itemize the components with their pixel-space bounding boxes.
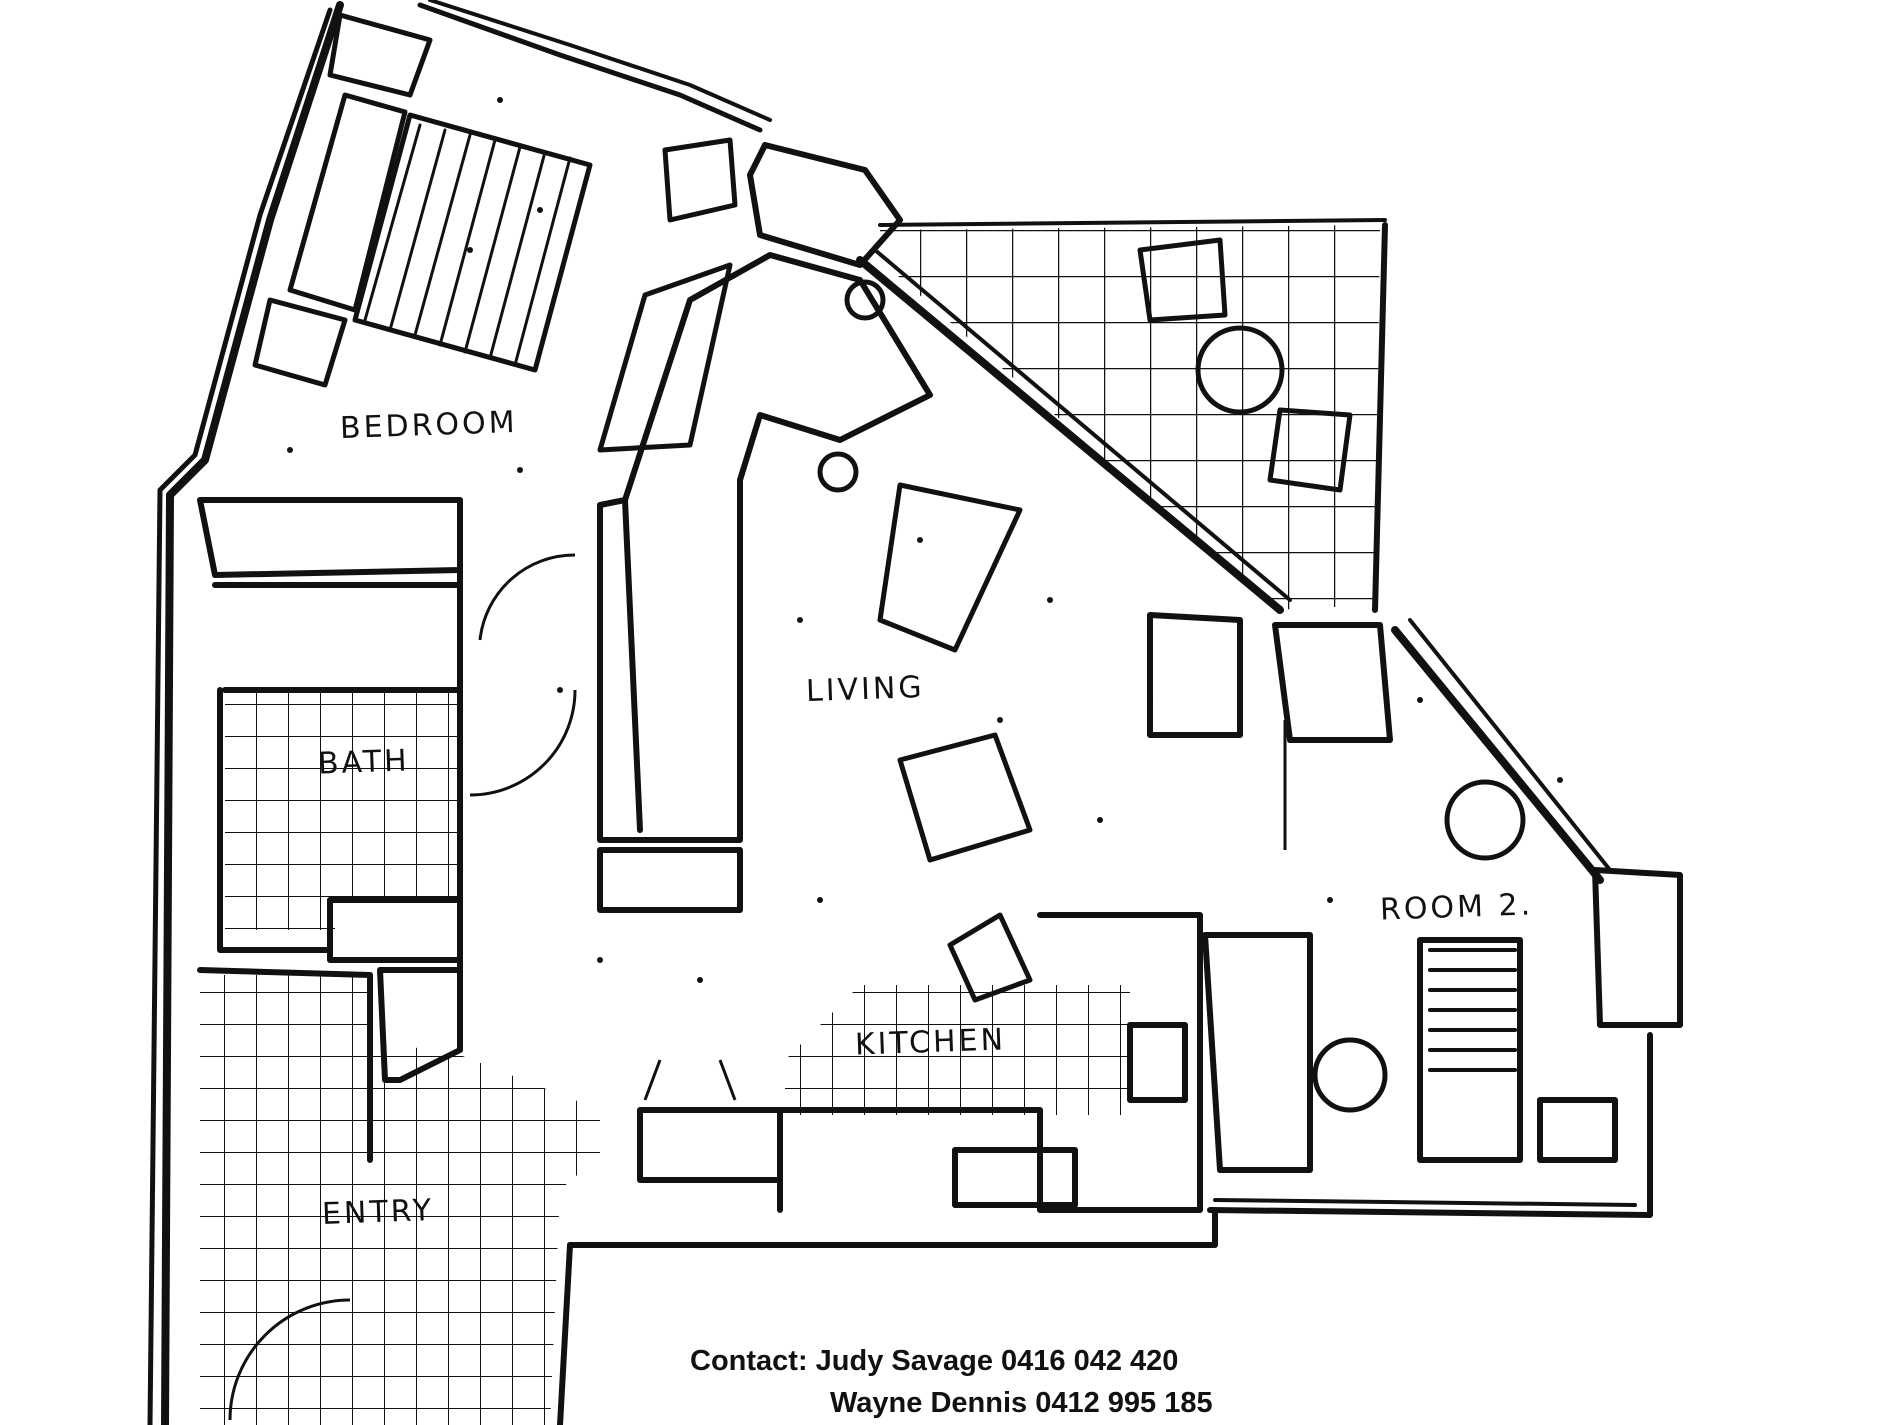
contact-line-judy: Contact: Judy Savage 0416 042 420 [690, 1345, 1179, 1377]
room-label-room2: ROOM 2. [1379, 887, 1534, 928]
interior-walls [197, 142, 1683, 1213]
room-label-kitchen: KITCHEN [854, 1022, 1007, 1063]
room-label-bath: BATH [317, 743, 411, 782]
contact-line-wayne: Wayne Dennis 0412 995 185 [830, 1387, 1213, 1419]
furniture [252, 12, 1526, 1113]
room-label-bedroom: BEDROOM [339, 404, 519, 447]
exterior-walls [147, 0, 1653, 1425]
room-label-entry: ENTRY [321, 1193, 435, 1232]
room-label-living: LIVING [805, 669, 926, 710]
contact-block: Contact: Judy Savage 0416 042 420 Wayne … [690, 1340, 1213, 1424]
doors [228, 553, 1287, 1421]
floor-stipple [287, 97, 1563, 983]
